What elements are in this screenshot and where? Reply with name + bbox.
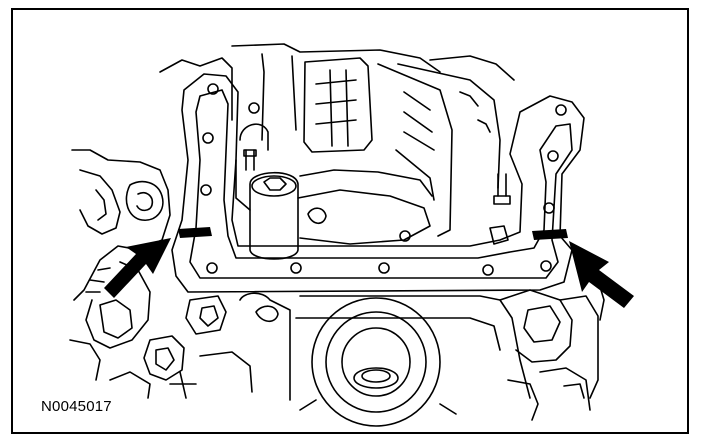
right-seal-mark bbox=[532, 229, 568, 240]
arrow-icon bbox=[104, 238, 171, 298]
left-seal-mark bbox=[178, 227, 212, 238]
figure-id-label: N0045017 bbox=[41, 398, 112, 415]
oil-pan-flange bbox=[171, 73, 585, 293]
engine-block bbox=[159, 43, 515, 237]
oil-pump-boss bbox=[243, 149, 511, 260]
figure-border bbox=[11, 8, 689, 434]
callout-arrows bbox=[104, 238, 634, 308]
lower-cover bbox=[239, 292, 531, 427]
seal-marks bbox=[178, 227, 568, 240]
flange-bolt-holes bbox=[200, 83, 567, 276]
left-engine-parts bbox=[69, 149, 253, 399]
right-engine-parts bbox=[499, 261, 605, 421]
arrow-icon bbox=[569, 241, 634, 308]
